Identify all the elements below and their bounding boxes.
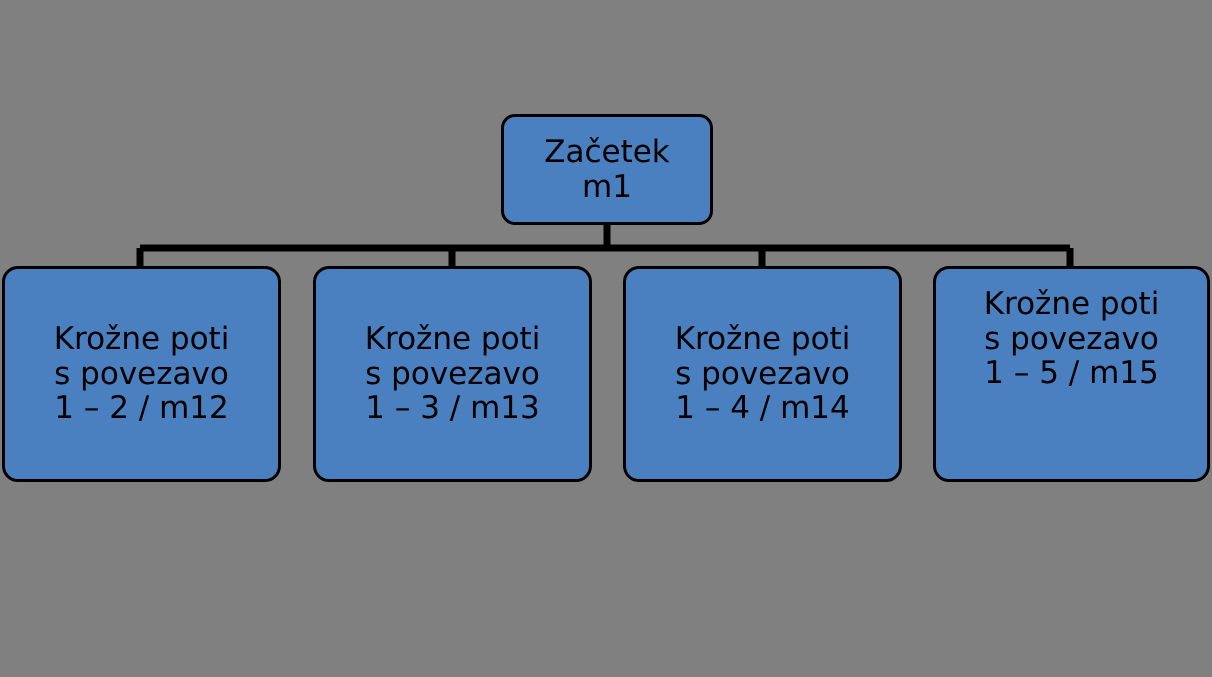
node-child-m15-line-2: s povezavo [984, 320, 1159, 357]
node-child-m14-line-2: s povezavo [675, 355, 850, 392]
node-child-m15-line-1: Krožne poti [983, 286, 1160, 322]
node-child-m12[interactable]: Krožne poti s povezavo 1 – 2 / m12 [2, 266, 281, 482]
node-child-m12-line-3: 1 – 2 / m12 [54, 390, 229, 427]
node-child-m15-line-3: 1 – 5 / m15 [984, 355, 1159, 392]
node-child-m14[interactable]: Krožne poti s povezavo 1 – 4 / m14 [623, 266, 902, 482]
node-child-m12-line-1: Krožne poti [53, 320, 230, 357]
node-root-line-1: Začetek [544, 133, 670, 170]
node-child-m14-line-1: Krožne poti [674, 320, 851, 357]
node-child-m13-line-3: 1 – 3 / m13 [365, 390, 540, 427]
node-child-m12-line-2: s povezavo [54, 355, 229, 392]
node-child-m13-line-1: Krožne poti [364, 320, 541, 357]
node-root-line-2: m1 [582, 168, 632, 205]
node-child-m14-line-3: 1 – 4 / m14 [675, 390, 850, 427]
node-child-m13-line-2: s povezavo [365, 355, 540, 392]
node-child-m15[interactable]: Krožne poti s povezavo 1 – 5 / m15 [933, 266, 1210, 482]
node-root-zacetek[interactable]: Začetek m1 [501, 114, 713, 225]
node-child-m13[interactable]: Krožne poti s povezavo 1 – 3 / m13 [313, 266, 592, 482]
